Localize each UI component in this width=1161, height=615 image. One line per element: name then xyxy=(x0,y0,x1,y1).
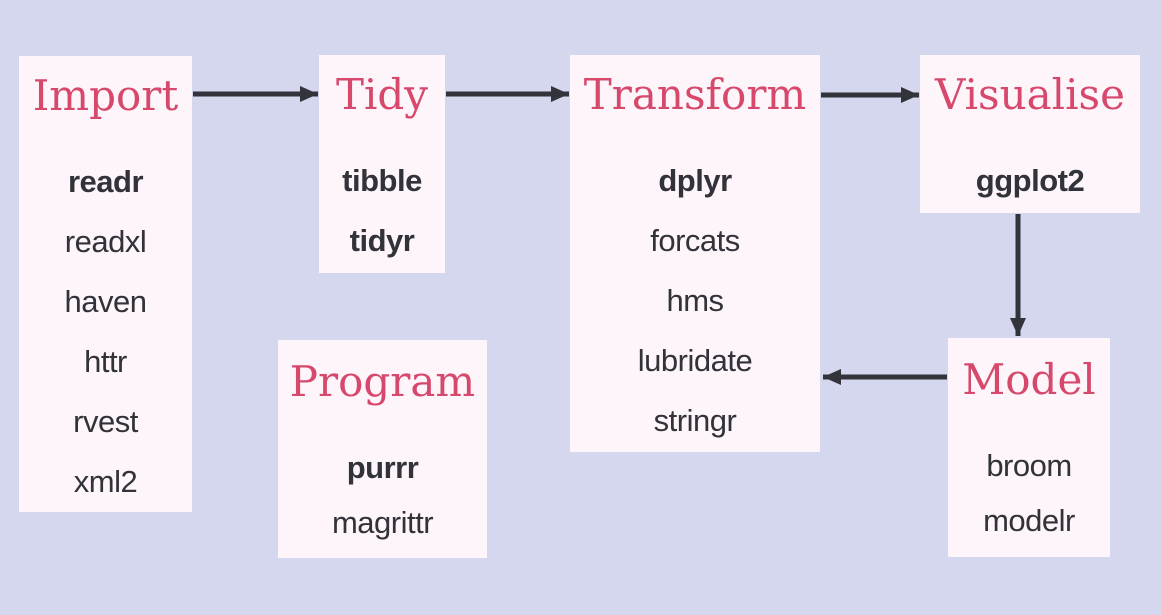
import-title: Import xyxy=(32,71,179,120)
package-httr: httr xyxy=(84,344,127,379)
program-box: Program purrr magrittr xyxy=(278,340,487,558)
tidy-title: Tidy xyxy=(335,70,429,119)
visualise-title: Visualise xyxy=(935,70,1125,119)
package-purrr: purrr xyxy=(346,450,419,485)
package-rvest: rvest xyxy=(73,404,138,439)
program-package-list: purrr magrittr xyxy=(278,440,487,550)
package-tibble: tibble xyxy=(342,163,422,198)
transform-box: Transform dplyr forcats hms lubridate st… xyxy=(570,55,820,452)
package-broom: broom xyxy=(986,448,1072,483)
visualise-box: Visualise ggplot2 xyxy=(920,55,1140,213)
package-magrittr: magrittr xyxy=(331,505,434,540)
package-modelr: modelr xyxy=(983,503,1075,538)
visualise-package-list: ggplot2 xyxy=(920,151,1140,211)
package-ggplot2: ggplot2 xyxy=(975,163,1085,198)
model-box: Model broom modelr xyxy=(948,338,1110,557)
package-stringr: stringr xyxy=(653,403,737,438)
package-readxl: readxl xyxy=(64,224,147,259)
import-box: Import readr readxl haven httr rvest xml… xyxy=(19,56,192,512)
package-forcats: forcats xyxy=(650,223,740,258)
tidy-box: Tidy tibble tidyr xyxy=(319,55,445,273)
model-package-list: broom modelr xyxy=(948,438,1110,548)
package-hms: hms xyxy=(666,283,724,318)
package-readr: readr xyxy=(67,164,144,199)
tidy-package-list: tibble tidyr xyxy=(319,151,445,271)
package-dplyr: dplyr xyxy=(658,163,732,198)
package-tidyr: tidyr xyxy=(349,223,415,258)
package-lubridate: lubridate xyxy=(637,343,753,378)
package-xml2: xml2 xyxy=(73,464,138,499)
package-haven: haven xyxy=(64,284,147,319)
transform-package-list: dplyr forcats hms lubridate stringr xyxy=(570,151,820,451)
import-package-list: readr readxl haven httr rvest xml2 xyxy=(19,152,192,512)
program-title: Program xyxy=(289,357,476,406)
transform-title: Transform xyxy=(583,70,807,119)
model-title: Model xyxy=(962,355,1096,404)
